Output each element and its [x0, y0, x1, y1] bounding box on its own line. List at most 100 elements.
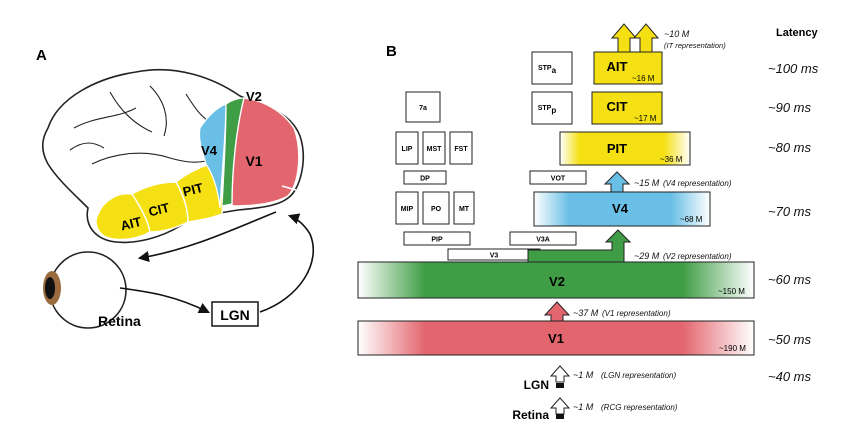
pupil: [45, 277, 55, 299]
retina-arrow-base: [556, 414, 564, 419]
box-mip: [395, 191, 419, 225]
stage-ait-count: ~16 M: [632, 74, 655, 83]
box-stpa-label: STPa: [538, 65, 557, 75]
area-v4-patch: [198, 103, 227, 209]
rep-v1-label: (V1 representation): [602, 309, 671, 318]
lgn-box-a: [211, 301, 259, 327]
stage-pit-box: [559, 131, 691, 166]
it-output-arrow-1: [610, 23, 638, 53]
stage-v4-box: [533, 191, 711, 227]
box-7a: [405, 91, 441, 123]
box-po-label: PO: [431, 206, 442, 213]
latency-60: ~60 ms: [768, 272, 811, 287]
stage-ait-name: AIT: [607, 59, 628, 74]
box-mst: [422, 131, 446, 165]
eye-to-lgn-arrow: [119, 287, 211, 314]
rep-lgn-count: ~1 M: [573, 370, 594, 380]
retina-label-a: Retina: [98, 313, 141, 329]
stage-cit-name: CIT: [607, 99, 628, 114]
box-mt: [453, 191, 475, 225]
panel-b-label: B: [386, 43, 397, 60]
label-v4-a: V4: [201, 143, 218, 158]
latency-70: ~70 ms: [768, 204, 811, 219]
latency-40: ~40 ms: [768, 369, 811, 384]
v1-output-arrow: [543, 301, 571, 322]
retina-output-arrow: [549, 397, 571, 415]
box-lip: [395, 131, 419, 165]
latency-80: ~80 ms: [768, 140, 811, 155]
stage-cit-count: ~17 M: [634, 114, 657, 123]
v2-output-arrow: [527, 229, 632, 263]
v1-edge-line: [281, 185, 297, 191]
box-dp: [403, 170, 447, 185]
stage-v2-count: ~150 M: [718, 287, 745, 296]
rep-v2-count: ~29 M: [634, 251, 660, 261]
rep-lgn-label: (LGN representation): [601, 371, 676, 380]
box-mt-label: MT: [459, 206, 470, 213]
latency-50: ~50 ms: [768, 332, 811, 347]
sulcus-1: [73, 107, 137, 129]
rep-v1-count: ~37 M: [573, 308, 599, 318]
stage-pit-name: PIT: [607, 141, 627, 156]
dorsal-boxes: 7a LIP MST FST DP MIP PO MT PIP V3A V3 V…: [395, 51, 587, 261]
box-fst: [449, 131, 473, 165]
lgn-label-a: LGN: [220, 307, 250, 323]
stage-retina-label: Retina: [512, 408, 549, 422]
label-cit-a: CIT: [147, 200, 171, 220]
lgn-to-v1-arrow: [259, 213, 315, 313]
latency-100: ~100 ms: [768, 61, 819, 76]
sulcus-3: [149, 85, 167, 137]
box-vot-label: VOT: [551, 176, 566, 183]
rep-it-count: ~10 M: [664, 29, 690, 39]
label-v1-a: V1: [245, 153, 262, 169]
stage-cit-box: [591, 91, 663, 125]
area-v1-patch: [231, 97, 300, 207]
box-dp-label: DP: [420, 176, 430, 183]
latency-header: Latency: [776, 27, 818, 39]
box-lip-label: LIP: [402, 146, 413, 153]
box-vot: [529, 170, 587, 185]
box-stpa: [531, 51, 573, 85]
panel-a-label: A: [36, 47, 47, 64]
area-pit-patch: [175, 163, 224, 223]
brain: [41, 68, 304, 244]
stage-v2-box: [357, 261, 755, 299]
latency-90: ~90 ms: [768, 100, 811, 115]
stage-v1-count: ~190 M: [719, 344, 746, 353]
stage-v2-name: V2: [549, 274, 565, 289]
v4-output-arrow: [603, 171, 631, 193]
box-po: [422, 191, 450, 225]
box-pip: [403, 231, 471, 246]
stage-pit-count: ~36 M: [660, 155, 683, 164]
sulcus-2: [109, 91, 153, 133]
rep-v4-count: ~15 M: [634, 178, 660, 188]
box-fst-label: FST: [454, 146, 468, 153]
feedback-arrow: [137, 211, 277, 263]
box-stpa-main: STP: [538, 65, 552, 72]
lgn-output-arrow: [549, 365, 571, 383]
rep-v2-label: (V2 representation): [663, 252, 732, 261]
eye: [43, 251, 127, 329]
stage-v1-box: [357, 320, 755, 356]
label-pit-a: PIT: [181, 180, 204, 199]
box-mst-label: MST: [427, 146, 443, 153]
box-stpp-sub: p: [551, 106, 556, 115]
box-v3-label: V3: [490, 253, 499, 260]
stage-v1-name: V1: [548, 331, 564, 346]
label-ait-a: AIT: [119, 214, 143, 234]
box-stpp: [531, 91, 573, 125]
box-v3a-label: V3A: [536, 237, 550, 244]
lgn-arrow-base: [556, 383, 564, 388]
stage-v4-count: ~68 M: [680, 215, 703, 224]
box-stpa-sub: a: [552, 66, 557, 75]
rep-v4-label: (V4 representation): [663, 179, 732, 188]
box-stpp-main: STP: [538, 105, 552, 112]
box-mip-label: MIP: [401, 206, 414, 213]
rep-it-label: (IT representation): [664, 41, 726, 50]
stage-lgn-label: LGN: [524, 378, 549, 392]
sulcus-6: [69, 142, 105, 151]
box-v3a: [509, 231, 577, 246]
sulcus-5: [91, 152, 211, 165]
box-stpp-label: STPp: [538, 105, 557, 115]
box-7a-label: 7a: [419, 105, 427, 112]
